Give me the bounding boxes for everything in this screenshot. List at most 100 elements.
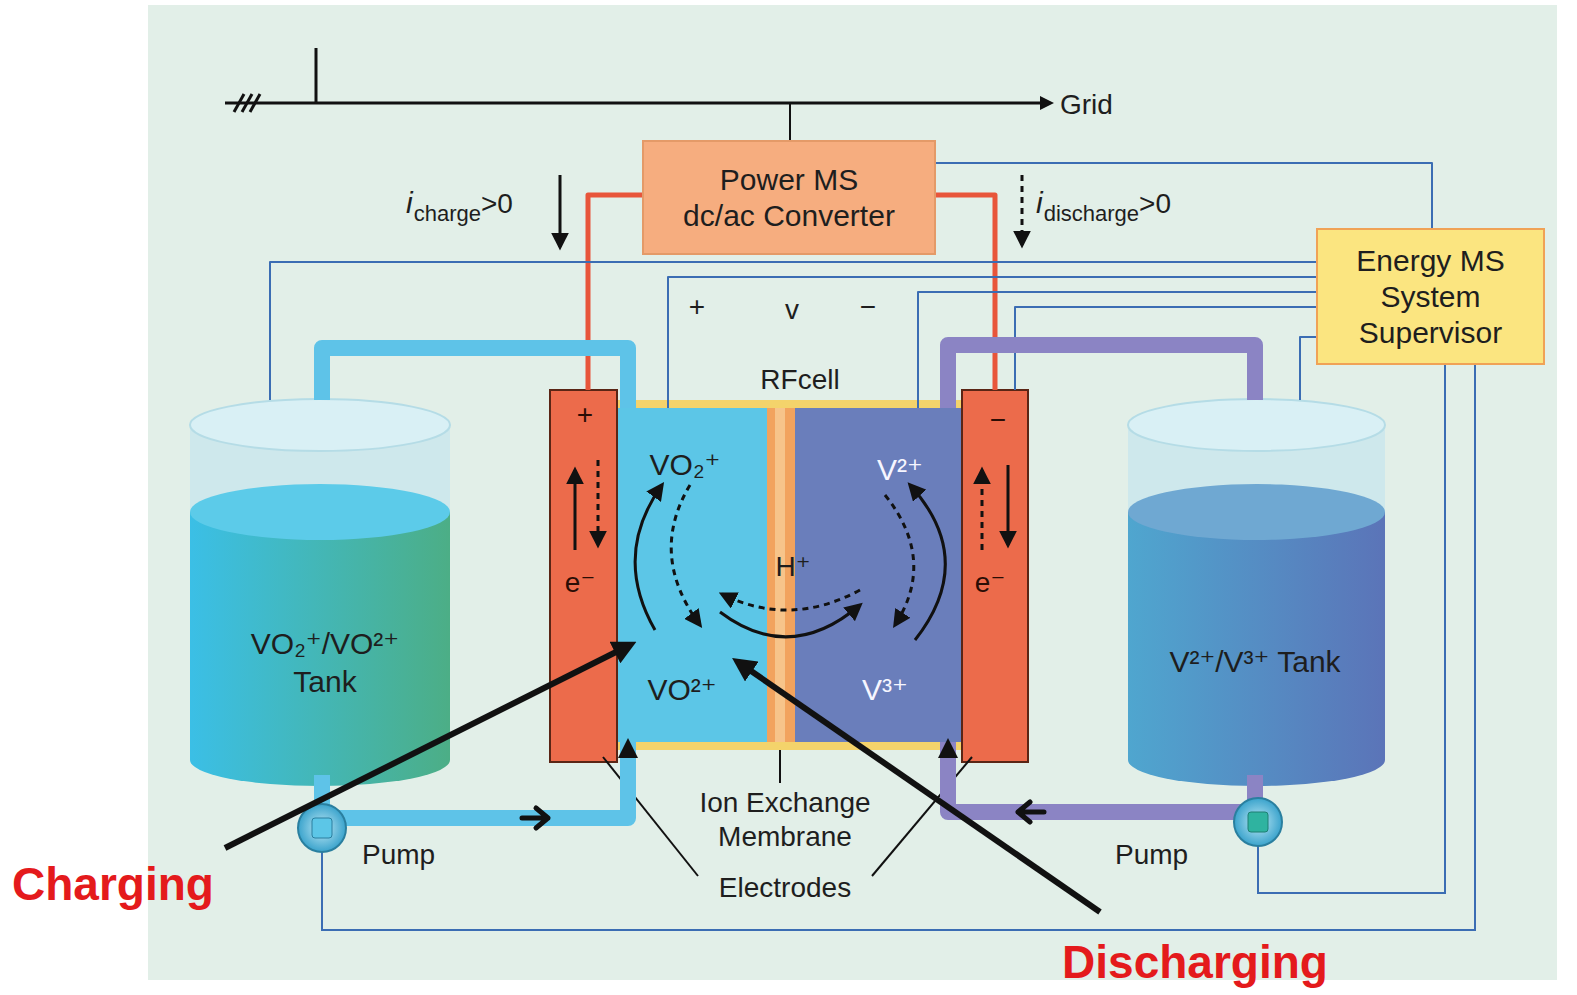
leader-lines-part <box>779 750 781 783</box>
cell-body-part <box>550 390 617 762</box>
pump-left-part <box>312 818 332 838</box>
flow-arrows-part <box>522 808 548 828</box>
current-subscript: charge <box>414 201 481 227</box>
tank-left-drawing-part <box>190 484 450 540</box>
signal-line <box>1300 337 1316 400</box>
callout-label: Discharging <box>1062 935 1328 990</box>
part-label: Pump <box>362 838 435 872</box>
pump-control-lines-part <box>322 365 1475 930</box>
electron-arrows-part <box>574 470 577 550</box>
part-label: Pump <box>1115 838 1188 872</box>
reaction-arrows-part <box>910 485 945 640</box>
signal-line <box>668 277 1316 408</box>
tank-right: V²⁺/V³⁺ Tank <box>1128 400 1385 775</box>
current-symbol: i <box>1036 186 1043 220</box>
electrode-negative: − e⁻ <box>962 390 1028 762</box>
grid-bus <box>225 48 1054 140</box>
tank-left-drawing-part <box>190 399 450 451</box>
current-label: idischarge>0 <box>1036 186 1171 220</box>
callout-label: Charging <box>12 857 214 912</box>
part-label: Ion Exchange Membrane <box>660 786 910 853</box>
current-condition: >0 <box>1139 188 1171 220</box>
cell-body-part <box>962 390 1028 762</box>
current-subscript: discharge <box>1044 201 1139 227</box>
tank-right-text: V²⁺/V³⁺ Tank <box>1160 643 1350 681</box>
bus-label: Grid <box>1060 88 1113 122</box>
tank-left-drawing <box>190 399 450 786</box>
electrolyte-pipe <box>948 345 1255 408</box>
leader-lines <box>603 750 972 876</box>
callout-arrows-part <box>225 645 630 848</box>
pump-right-part <box>1248 812 1268 832</box>
pump-control-lines <box>322 365 1475 930</box>
signal-line <box>936 163 1432 228</box>
electrolyte-positive-text: VO²⁺ <box>647 672 716 708</box>
grid-bus-part <box>315 48 318 103</box>
electron-arrows-part <box>597 460 600 545</box>
electron-arrows-part <box>981 470 984 550</box>
tank-left-drawing-part <box>190 512 450 786</box>
pump-left-part <box>298 804 346 852</box>
grid-bus-part <box>1040 96 1054 110</box>
rf-cell-text: RFcell <box>760 363 839 397</box>
reaction-arrows-part <box>671 485 700 625</box>
pump-left <box>298 804 346 852</box>
current-symbol: i <box>406 186 413 220</box>
tank-right-drawing <box>1128 399 1385 786</box>
electrolyte-negative-text: V²⁺ <box>877 452 923 488</box>
cell-body-part <box>617 408 767 742</box>
tank-left-text: VO₂⁺/VO²⁺ Tank <box>230 625 420 700</box>
electrode-positive-text: + <box>577 398 593 432</box>
current-arrows-part <box>559 175 562 247</box>
pump-right <box>1234 798 1282 846</box>
reaction-arrows-part <box>635 485 662 630</box>
electrolyte-negative-text: V³⁺ <box>862 672 908 708</box>
electrolyte-pipe <box>948 742 1255 812</box>
electron-arrows-part <box>1007 465 1010 545</box>
current-label: icharge>0 <box>406 186 513 220</box>
electrolyte-positive-text: VO₂⁺ <box>650 447 721 483</box>
electrolyte-pipe <box>322 348 628 408</box>
reaction-arrows-part <box>720 605 860 637</box>
tank-left: VO₂⁺/VO²⁺ Tank <box>190 400 450 775</box>
polarity-sign: − <box>860 290 876 324</box>
electrode-positive: + e⁻ <box>550 390 617 762</box>
tank-right-drawing-part <box>1128 399 1385 451</box>
electrolyte-pipe <box>322 742 628 818</box>
pump-right-part <box>1234 798 1282 846</box>
reaction-arrows-part <box>722 590 860 610</box>
electrolyte-negative: V²⁺ V³⁺ <box>795 408 962 742</box>
supervisor-box: Energy MS System Supervisor <box>1316 228 1545 365</box>
cell-body <box>550 390 1028 762</box>
pump-control-lines-part <box>1258 365 1445 893</box>
cell-body-part <box>795 408 962 742</box>
signal-line <box>270 262 1316 400</box>
grid-bus-part <box>789 103 791 140</box>
electrode-negative-text: − <box>990 403 1006 437</box>
grid-bus-part <box>250 94 260 112</box>
grid-bus-part <box>225 102 1042 105</box>
reaction-arrows-part <box>885 495 914 625</box>
voltage-symbol: v <box>785 293 799 327</box>
current-condition: >0 <box>481 188 513 220</box>
background-panel <box>148 5 1557 980</box>
ion-label: H⁺ <box>776 550 811 584</box>
polarity-sign: + <box>689 290 705 324</box>
converter-box-text: Power MS dc/ac Converter <box>682 162 897 234</box>
part-label: Electrodes <box>719 871 851 905</box>
electrolyte-positive: VO₂⁺ VO²⁺ <box>617 408 767 742</box>
flow-arrows-part <box>1018 802 1044 822</box>
reaction-arrows <box>635 485 945 640</box>
electron-arrows <box>575 460 1008 550</box>
tank-right-drawing-part <box>1128 484 1385 540</box>
signal-line <box>918 292 1316 408</box>
converter-box: Power MS dc/ac Converter <box>642 140 936 255</box>
tank-right-drawing-part <box>1128 512 1385 786</box>
electrode-positive-text: e⁻ <box>565 566 595 600</box>
background-panel-part <box>148 5 1557 980</box>
supervisor-box-text: Energy MS System Supervisor <box>1331 243 1531 351</box>
current-arrows-part <box>1021 175 1024 245</box>
electrode-negative-text: e⁻ <box>975 566 1005 600</box>
